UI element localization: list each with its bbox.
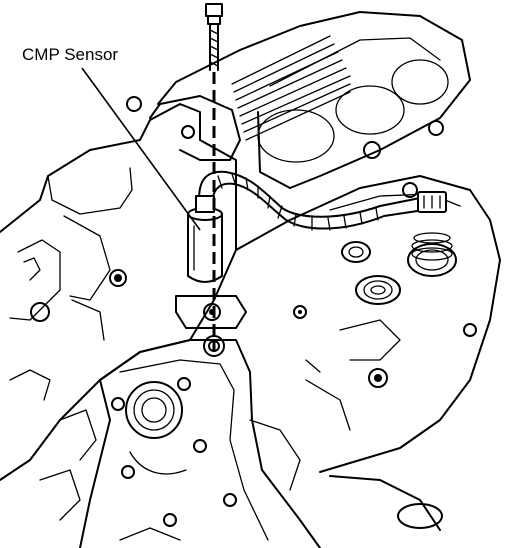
cylinder-head-right	[235, 175, 501, 531]
cmp-sensor-leader-line	[81, 67, 201, 231]
valve-springs	[341, 232, 457, 305]
wiring-harness	[198, 170, 447, 231]
mounting-bolt	[205, 3, 223, 71]
cmp-sensor	[175, 195, 247, 329]
intake-manifold	[126, 11, 471, 198]
cmp-sensor-label: CMP Sensor	[22, 45, 119, 64]
front-cover	[39, 335, 321, 548]
manifold-ribs	[231, 35, 351, 141]
engine-block-left	[0, 103, 237, 481]
